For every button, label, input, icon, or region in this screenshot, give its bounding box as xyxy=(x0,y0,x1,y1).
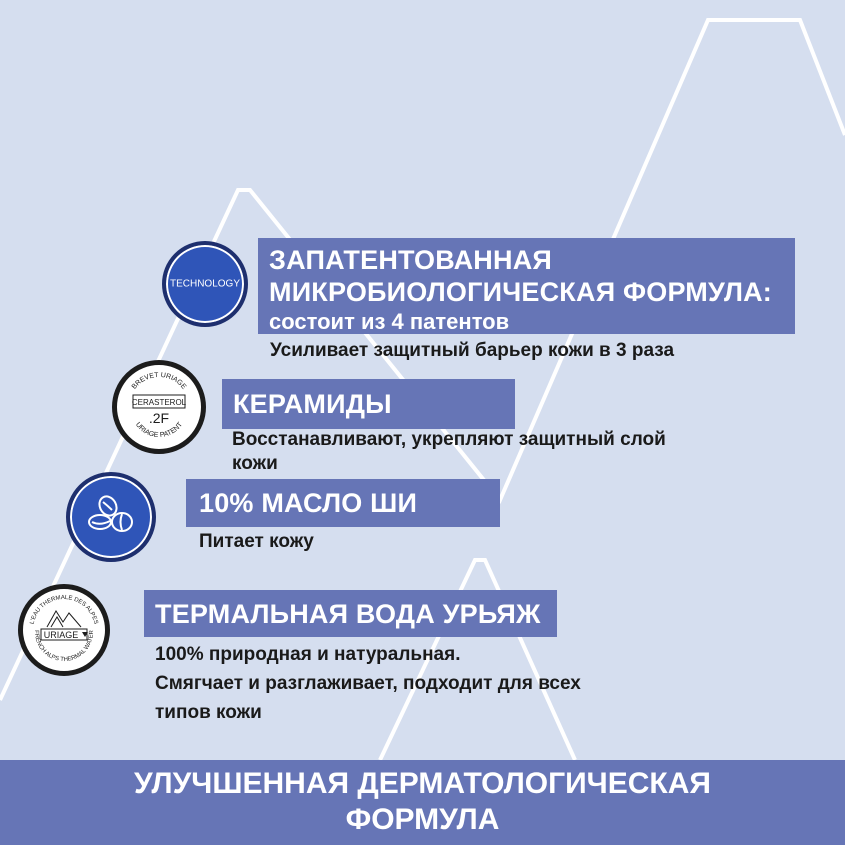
footer-line1: УЛУЧШЕННАЯ ДЕРМАТОЛОГИЧЕСКАЯ xyxy=(134,767,711,800)
seal-cerasterol-text: CERASTEROL xyxy=(132,398,187,407)
feature-description-shea-butter: Питает кожу xyxy=(199,531,314,552)
description-line1: 100% природная и натуральная. xyxy=(155,644,461,665)
technology-badge-icon: TECHNOLOGY xyxy=(162,241,248,327)
seal-top-text: BREVET URIAGE xyxy=(131,372,188,391)
seal-uriage-text: URIAGE xyxy=(44,630,79,640)
feature-banner-thermal-water: ТЕРМАЛЬНАЯ ВОДА УРЬЯЖ xyxy=(144,590,557,637)
feature-banner-ceramides: КЕРАМИДЫ xyxy=(222,379,515,429)
banner-title-ceramides: КЕРАМИДЫ xyxy=(233,389,392,419)
footer-line2: ФОРМУЛА xyxy=(345,803,500,836)
feature-description-patented-formula: Усиливает защитный барьер кожи в 3 раза xyxy=(270,340,675,361)
feature-banner-shea-butter: 10% МАСЛО ШИ xyxy=(186,479,500,527)
description-line1: Восстанавливают, укрепляют защитный слой xyxy=(232,429,666,450)
description-line2: Смягчает и разглаживает, подходит для вс… xyxy=(155,673,581,694)
shea-nuts-icon xyxy=(66,472,156,562)
description-line3: типов кожи xyxy=(155,702,262,723)
banner-title-shea-butter: 10% МАСЛО ШИ xyxy=(199,488,418,518)
uriage-thermal-water-seal-icon: L'EAU THERMALE DES ALPES URIAGE FRENCH A… xyxy=(18,584,110,676)
technology-badge-label: TECHNOLOGY xyxy=(169,278,240,290)
banner-title-line2: МИКРОБИОЛОГИЧЕСКАЯ ФОРМУЛА: xyxy=(269,277,772,307)
feature-description-ceramides: Восстанавливают, укрепляют защитный слой… xyxy=(232,428,666,476)
cerasterol-seal-icon: BREVET URIAGE CERASTEROL .2F URIAGE PATE… xyxy=(112,360,206,454)
footer-banner: УЛУЧШЕННАЯ ДЕРМАТОЛОГИЧЕСКАЯ ФОРМУЛА xyxy=(0,760,845,845)
feature-banner-patented-formula: ЗАПАТЕНТОВАННАЯ МИКРОБИОЛОГИЧЕСКАЯ ФОРМУ… xyxy=(258,238,795,334)
banner-title-thermal-water: ТЕРМАЛЬНАЯ ВОДА УРЬЯЖ xyxy=(155,599,541,629)
description-line2: кожи xyxy=(232,453,278,474)
feature-description-thermal-water: 100% природная и натуральная. Смягчает и… xyxy=(155,640,581,727)
seal-2f-text: .2F xyxy=(149,410,169,426)
banner-title-line1: ЗАПАТЕНТОВАННАЯ xyxy=(269,245,552,275)
banner-subtitle: состоит из 4 патентов xyxy=(269,309,510,334)
